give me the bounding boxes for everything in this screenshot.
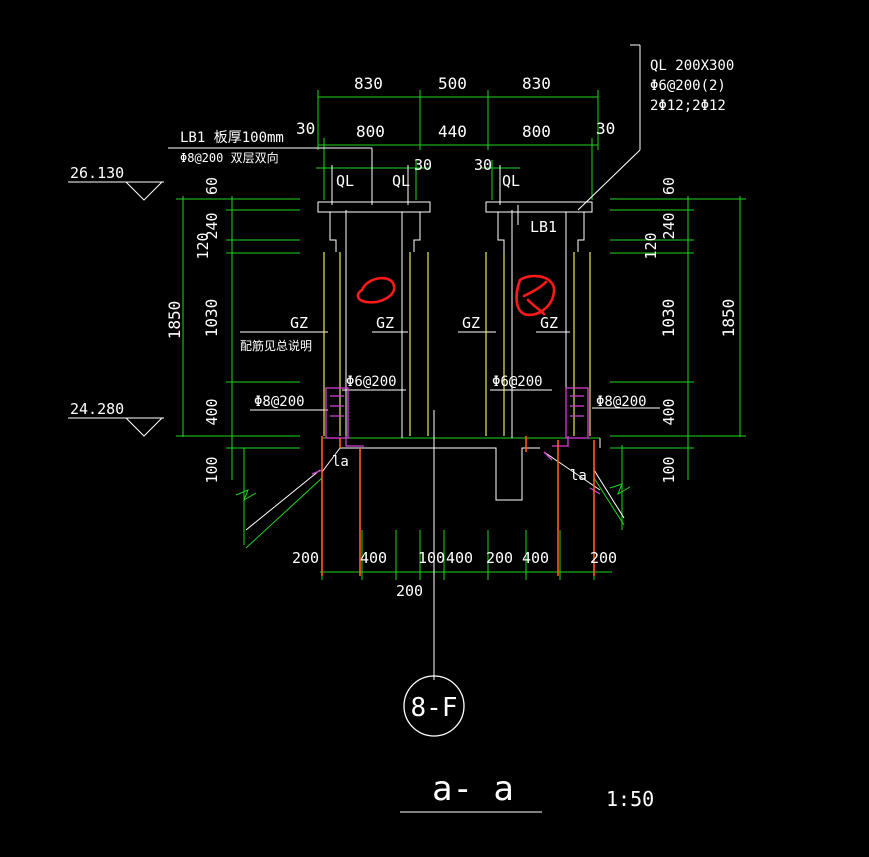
red-markup-right xyxy=(515,274,556,317)
callout-label: 8-F xyxy=(411,693,458,723)
dim-left-1030: 1030 xyxy=(202,299,221,338)
label-lb1: LB1 xyxy=(530,218,557,236)
dim-top-3-a: 30 xyxy=(414,156,432,174)
top-dimension-lines xyxy=(316,90,599,200)
elevation-top: 26.130 xyxy=(70,164,124,182)
stirrup-right xyxy=(311,387,601,495)
label-phi8-left: Φ8@200 xyxy=(254,394,305,410)
left-dimension-lines xyxy=(176,196,300,480)
dim-bottom-4: 400 xyxy=(446,549,473,567)
label-la-right: la xyxy=(570,468,587,484)
elevation-bottom: 24.280 xyxy=(70,400,124,418)
dim-right-100: 100 xyxy=(660,456,678,483)
ql-note-line3: 2Φ12;2Φ12 xyxy=(650,98,726,114)
dim-left-60: 60 xyxy=(203,177,221,195)
dim-left-100: 100 xyxy=(203,456,221,483)
label-phi6-left: Φ6@200 xyxy=(346,374,397,390)
dim-top-2-a: 30 xyxy=(296,119,315,138)
dim-top-1-c: 830 xyxy=(522,74,551,93)
dim-right-60: 60 xyxy=(660,177,678,195)
label-ql-3: QL xyxy=(502,172,520,190)
dim-left-outer: 1850 xyxy=(165,301,184,340)
dim-top-2-e: 30 xyxy=(596,119,615,138)
dim-left-120: 120 xyxy=(194,232,212,259)
dim-right-120: 120 xyxy=(642,232,660,259)
lb1-note-line2: Φ8@200 双层双向 xyxy=(180,150,279,165)
dim-top-1-a: 830 xyxy=(354,74,383,93)
label-gz-4: GZ xyxy=(540,314,558,332)
section-title: a- a xyxy=(432,769,514,809)
right-dimension-lines xyxy=(610,196,746,480)
label-gz-1: GZ xyxy=(290,314,308,332)
label-la-left: la xyxy=(332,454,349,470)
label-pei-jin: 配筋见总说明 xyxy=(240,338,312,353)
label-phi8-right: Φ8@200 xyxy=(596,394,647,410)
dim-bottom-1: 200 xyxy=(292,549,319,567)
ql-note-line2: Φ6@200(2) xyxy=(650,78,726,94)
label-ql-2: QL xyxy=(392,172,410,190)
label-phi6-right: Φ6@200 xyxy=(492,374,543,390)
dim-bottom-2: 400 xyxy=(360,549,387,567)
dim-bottom-200: 200 xyxy=(396,582,423,600)
label-ql-1: QL xyxy=(336,172,354,190)
dim-left-400: 400 xyxy=(203,398,221,425)
dim-right-240: 240 xyxy=(660,212,678,239)
dim-right-1030: 1030 xyxy=(659,299,678,338)
elevation-marker-top xyxy=(124,181,164,201)
red-markup-left xyxy=(356,276,396,304)
ql-note-line1: QL 200X300 xyxy=(650,58,734,74)
dim-right-outer: 1850 xyxy=(719,299,738,338)
label-gz-3: GZ xyxy=(462,314,480,332)
wall-lines xyxy=(323,252,591,436)
dim-top-2-b: 800 xyxy=(356,122,385,141)
dim-top-3-b: 30 xyxy=(474,156,492,174)
lb1-note-line1: LB1 板厚100mm xyxy=(180,130,284,146)
elevation-marker-bottom xyxy=(124,417,164,437)
dim-top-2-d: 800 xyxy=(522,122,551,141)
label-gz-2: GZ xyxy=(376,314,394,332)
dim-bottom-5: 200 xyxy=(486,549,513,567)
callout-circle xyxy=(403,675,465,737)
dim-bottom-3: 100 xyxy=(418,549,445,567)
structure-outline xyxy=(68,44,660,813)
dim-top-2-c: 440 xyxy=(438,122,467,141)
rebar-lines xyxy=(321,436,595,576)
ground-lines xyxy=(235,437,631,549)
dim-right-400: 400 xyxy=(660,398,678,425)
stirrup-left xyxy=(325,387,364,447)
scale-label: 1:50 xyxy=(606,787,654,811)
dim-top-1-b: 500 xyxy=(438,74,467,93)
dim-left-240: 240 xyxy=(203,212,221,239)
dim-bottom-7: 200 xyxy=(590,549,617,567)
dim-bottom-6: 400 xyxy=(522,549,549,567)
